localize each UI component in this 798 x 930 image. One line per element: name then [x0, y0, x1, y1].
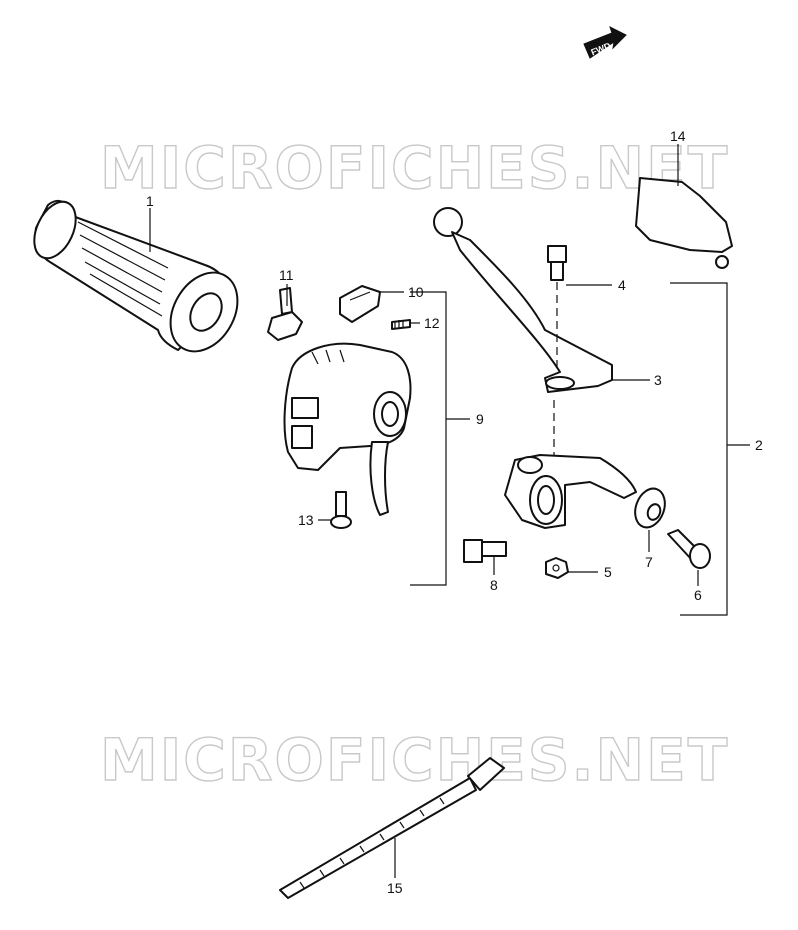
callout-2: 2 [755, 437, 763, 453]
callout-12: 12 [424, 315, 440, 331]
callout-1: 1 [146, 193, 154, 209]
callout-9: 9 [476, 411, 484, 427]
callout-7: 7 [645, 554, 653, 570]
callout-13: 13 [298, 512, 314, 528]
switch-clip [339, 285, 381, 323]
screw-13 [330, 491, 352, 529]
fwd-arrow-icon: FWD [583, 26, 627, 59]
callout-6: 6 [694, 587, 702, 603]
bracket-9 [410, 291, 447, 586]
lever-cover [635, 177, 733, 269]
adjuster-bolt [667, 529, 711, 569]
watermark-top: MICROFICHES.NET [100, 134, 729, 202]
callout-5: 5 [604, 564, 612, 580]
switch-clip-small [267, 287, 303, 341]
pivot-bolt [547, 245, 567, 281]
bracket-2 [670, 282, 728, 616]
lever-holder [504, 454, 637, 529]
cable-tie [279, 757, 505, 899]
callout-15: 15 [387, 880, 403, 896]
cable-adjuster [634, 487, 666, 529]
callout-14: 14 [670, 128, 686, 144]
screw-small [391, 319, 411, 330]
handlebar-switch-assembly [283, 342, 412, 516]
watermark-bottom: MICROFICHES.NET [100, 726, 729, 794]
holder-bolt [463, 539, 507, 563]
clutch-lever [433, 207, 613, 393]
nut [545, 557, 569, 579]
callout-4: 4 [618, 277, 626, 293]
handlebar-grip [33, 199, 239, 353]
callout-8: 8 [490, 577, 498, 593]
callout-3: 3 [654, 372, 662, 388]
callout-11: 11 [279, 267, 294, 283]
